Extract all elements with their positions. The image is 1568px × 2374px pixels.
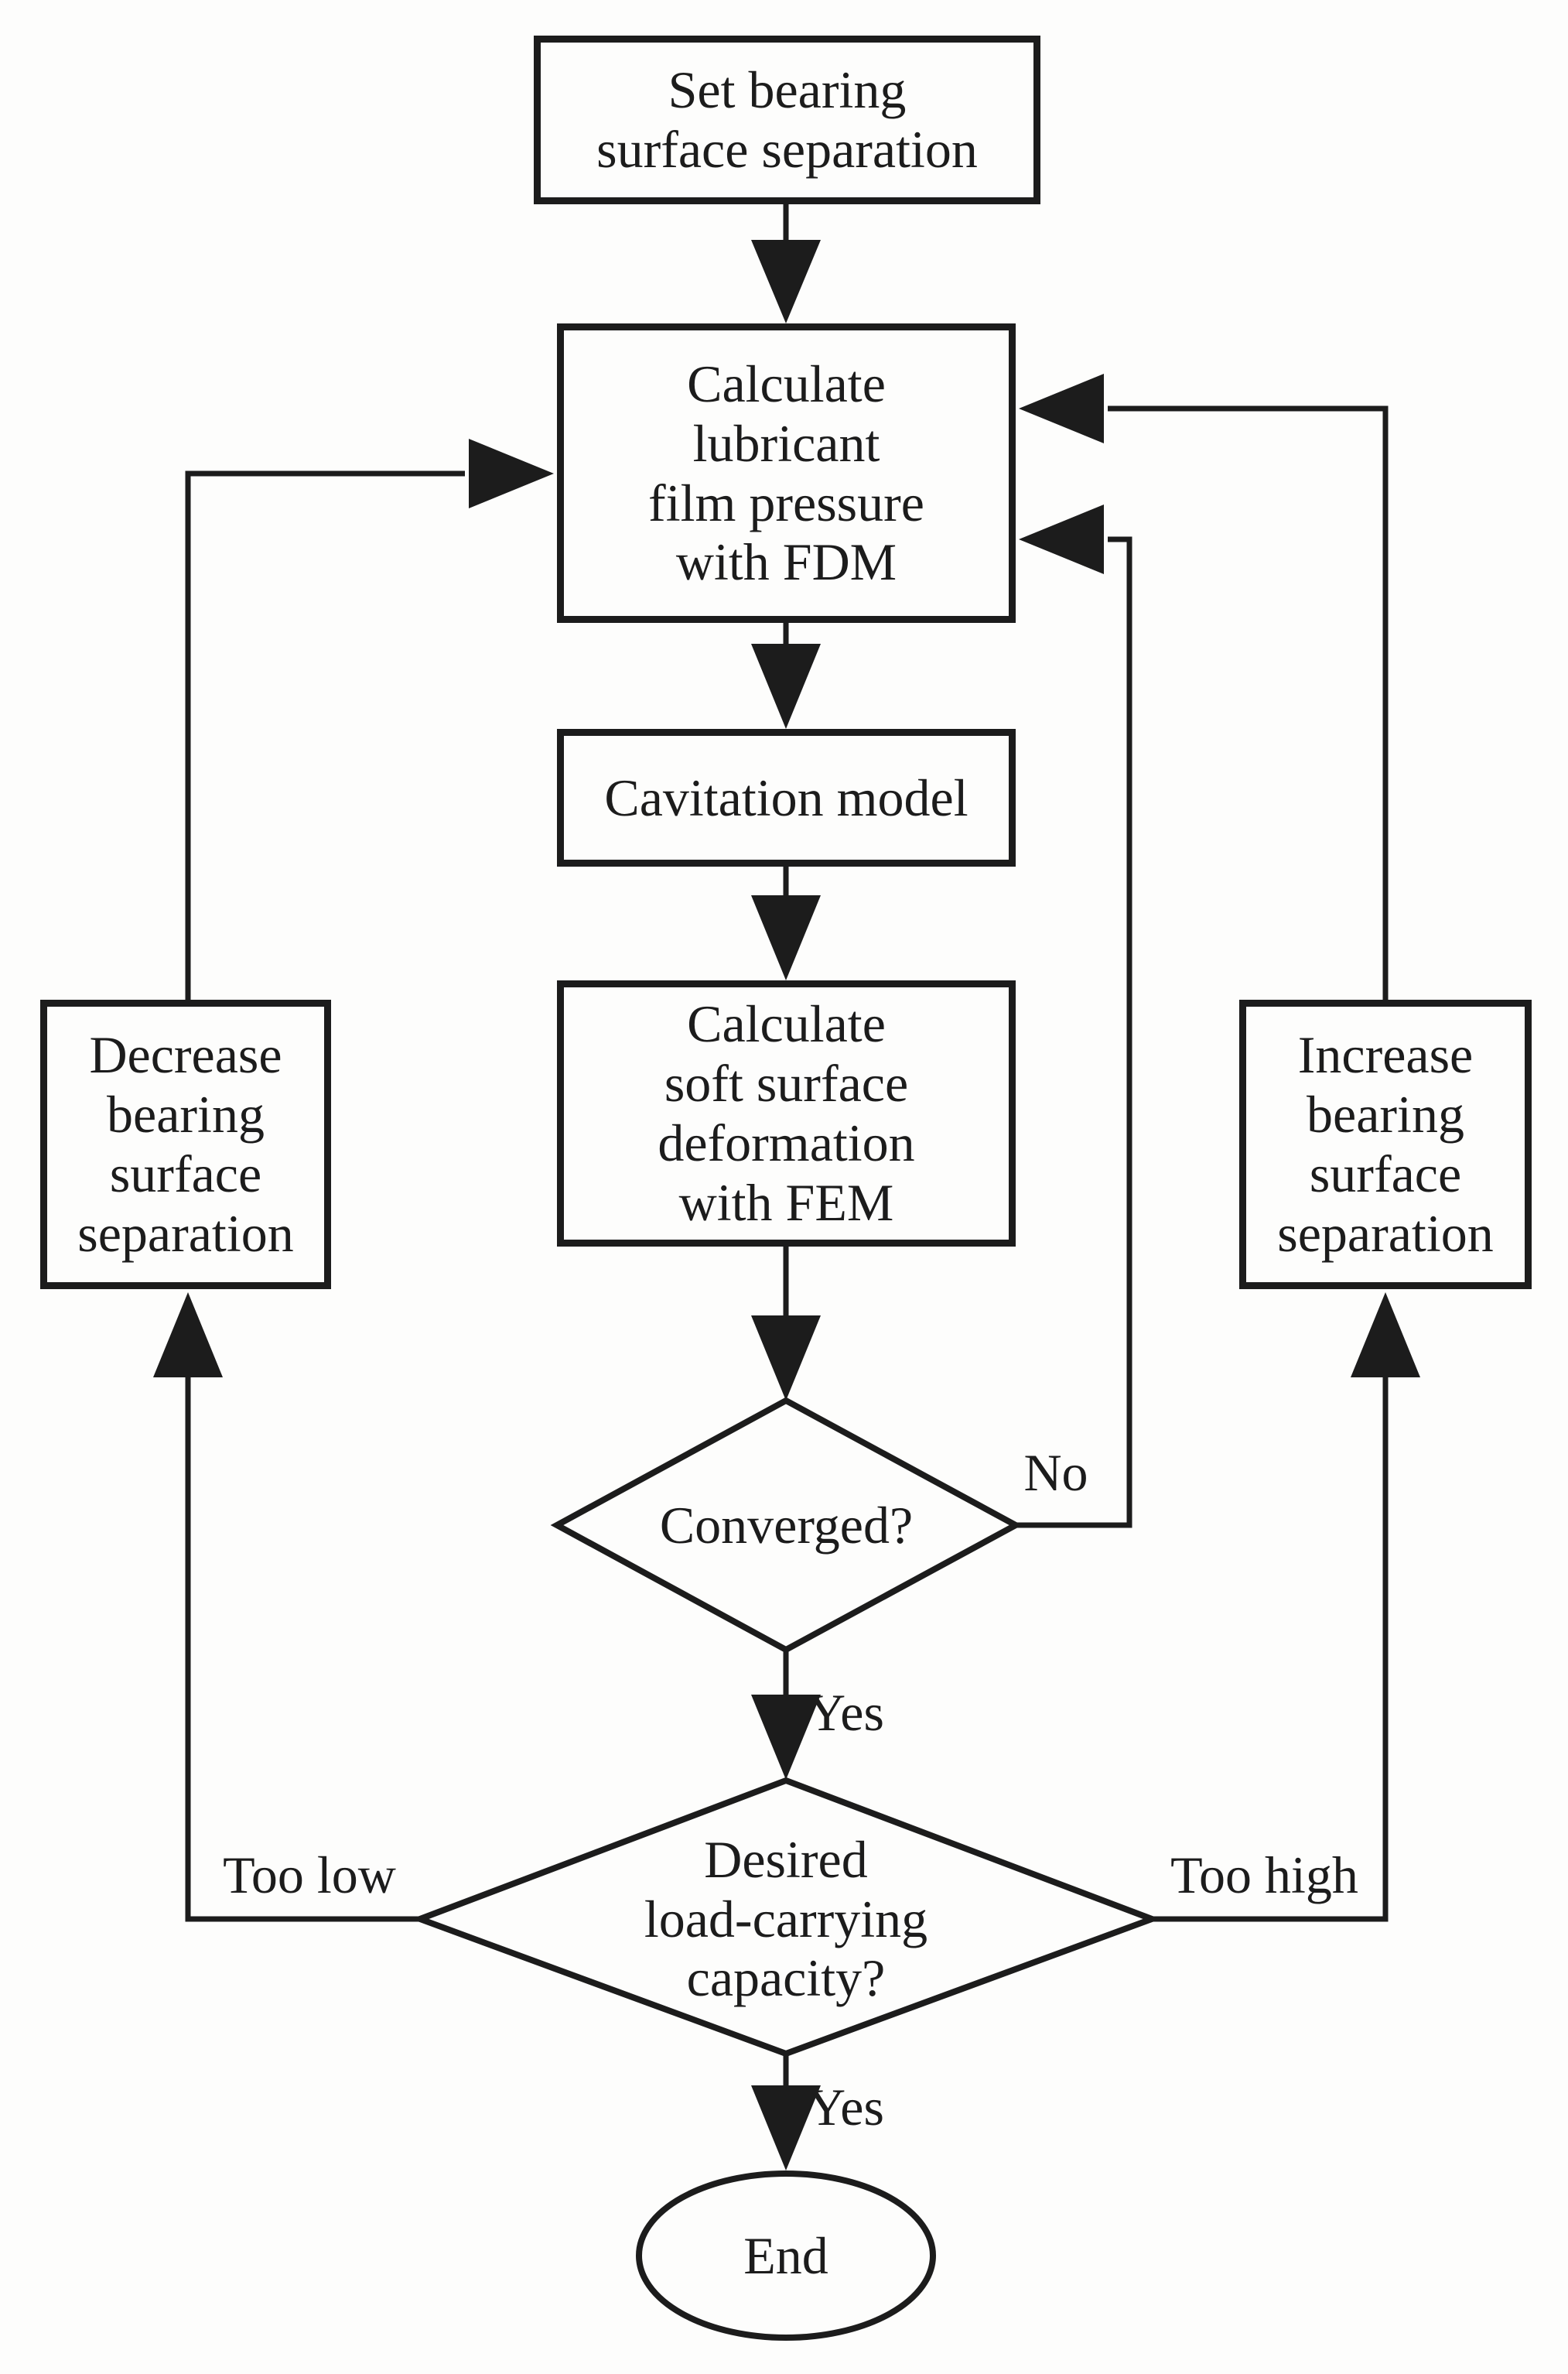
- arrowhead-decrease-loop: [469, 439, 554, 508]
- edge-decrease-loop: [185, 470, 465, 1000]
- arrowhead-no-loop: [1019, 505, 1104, 574]
- edge-label-yes-capacity: Yes: [808, 2078, 884, 2136]
- arrowhead-fdm-to-cavitation: [751, 644, 821, 729]
- arrowhead-set-to-fdm: [751, 240, 821, 323]
- edge-label-too-low: Too low: [223, 1845, 396, 1904]
- diamond-capacity-outline: [411, 1777, 1161, 2058]
- diamond-converged-outline: [550, 1397, 1023, 1654]
- arrowhead-deformation-to-converged: [751, 1315, 821, 1401]
- arrowhead-cavitation-to-deformation: [751, 895, 821, 980]
- arrowhead-converged-yes: [751, 1695, 821, 1780]
- edge-too-high: [1152, 1376, 1389, 1922]
- node-converged-label: Converged?: [659, 1495, 914, 1555]
- node-increase-separation: Increase bearing surface separation: [1239, 1000, 1532, 1289]
- node-decrease-separation: Decrease bearing surface separation: [40, 1000, 331, 1289]
- node-capacity-label: Desired load-carrying capacity?: [644, 1829, 928, 2008]
- edge-label-no: No: [1023, 1443, 1088, 1502]
- node-set-bearing-separation: Set bearing surface separation: [534, 36, 1040, 204]
- edge-too-low: [185, 1376, 420, 1922]
- arrowhead-too-high: [1351, 1292, 1420, 1377]
- node-calculate-deformation: Calculate soft surface deformation with …: [557, 980, 1016, 1247]
- arrowhead-too-low: [153, 1292, 223, 1377]
- edge-label-too-high: Too high: [1170, 1845, 1358, 1904]
- arrowhead-increase-loop: [1019, 374, 1104, 443]
- node-cavitation-model: Cavitation model: [557, 729, 1016, 867]
- node-end-label: End: [743, 2225, 828, 2285]
- edge-label-yes-converged: Yes: [808, 1683, 884, 1742]
- arrowhead-capacity-yes: [751, 2085, 821, 2170]
- end-ellipse-outline: [636, 2170, 936, 2341]
- node-calculate-film-pressure: Calculate lubricant film pressure with F…: [557, 323, 1016, 623]
- edge-increase-loop: [1108, 405, 1389, 1000]
- edge-no-loop: [1016, 536, 1132, 1528]
